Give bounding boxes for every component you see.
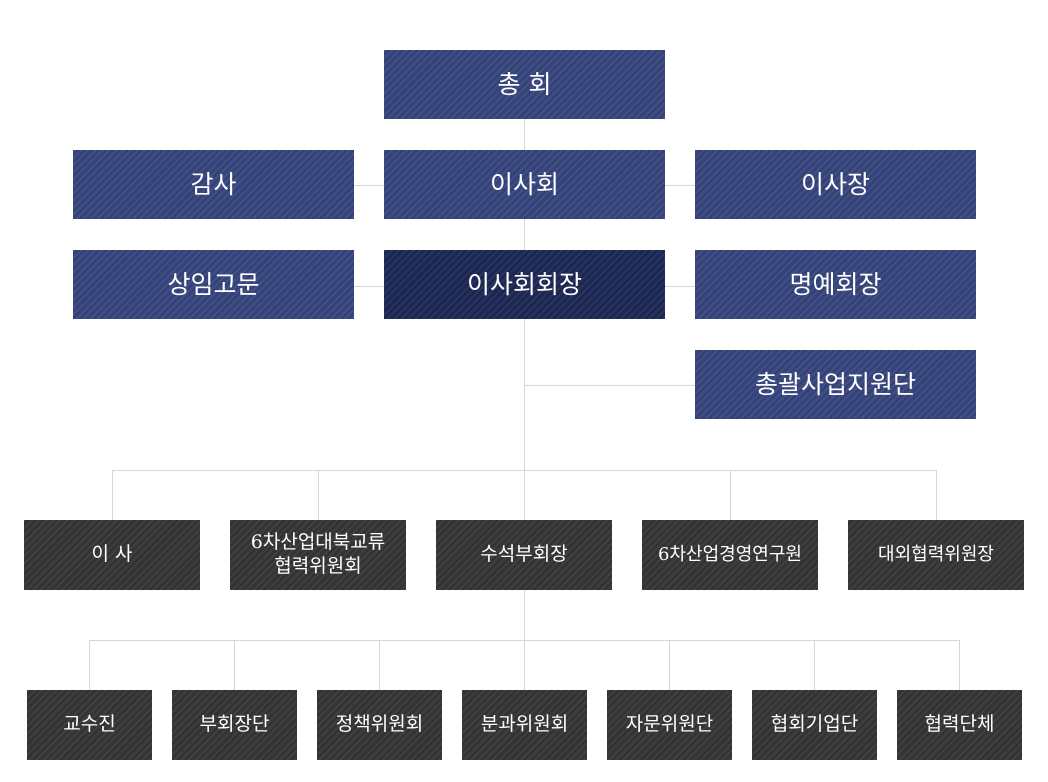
node-tier2-north-exchange: 6차산업대북교류 협력위원회 <box>230 520 406 590</box>
connector-audit-board <box>354 185 384 186</box>
node-tier3-policy-committee: 정책위원회 <box>317 690 442 760</box>
connector-advisor-boardchair <box>354 286 384 287</box>
connector-main-vertical <box>524 119 525 691</box>
connector-tier3-drop-1 <box>89 640 90 690</box>
connector-tier3-drop-5 <box>669 640 670 690</box>
node-tier2-label: 수석부회장 <box>480 543 568 566</box>
node-tier2-research-institute: 6차산업경영연구원 <box>642 520 818 590</box>
node-standing-advisor: 상임고문 <box>73 250 354 319</box>
node-tier2-external-cooperation: 대외협력위원장 <box>848 520 1024 590</box>
node-board: 이사회 <box>384 150 665 219</box>
node-tier3-subcommittee: 분과위원회 <box>462 690 587 760</box>
connector-tier3-drop-6 <box>814 640 815 690</box>
connector-tier3-drop-2 <box>234 640 235 690</box>
connector-support-branch <box>524 385 695 386</box>
node-honorary-chair: 명예회장 <box>695 250 976 319</box>
node-general-support: 총괄사업지원단 <box>695 350 976 419</box>
node-tier2-label: 대외협력위원장 <box>878 543 994 565</box>
node-tier2-director: 이 사 <box>24 520 200 590</box>
node-tier3-partner-orgs: 협력단체 <box>897 690 1022 760</box>
connector-tier2-drop-4 <box>730 470 731 520</box>
node-tier2-label-line2: 협력위원회 <box>274 555 362 577</box>
node-general-assembly: 총 회 <box>384 50 665 119</box>
node-tier2-label-line1: 6차산업대북교류 <box>250 531 386 554</box>
connector-boardchair-honorary <box>665 286 695 287</box>
connector-tier2-drop-2 <box>318 470 319 520</box>
node-tier3-vice-presidents: 부회장단 <box>172 690 297 760</box>
node-tier3-advisory-group: 자문위원단 <box>607 690 732 760</box>
connector-board-chairman <box>665 185 695 186</box>
node-audit: 감사 <box>73 150 354 219</box>
node-board-chair: 이사회회장 <box>384 250 665 319</box>
connector-tier2-drop-5 <box>936 470 937 520</box>
connector-tier3-drop-3 <box>379 640 380 690</box>
node-tier2-label: 6차산업경영연구원 <box>658 543 802 565</box>
node-tier3-member-companies: 협회기업단 <box>752 690 877 760</box>
node-tier2-label: 이 사 <box>91 543 133 566</box>
node-tier3-professors: 교수진 <box>27 690 152 760</box>
node-chairman: 이사장 <box>695 150 976 219</box>
connector-tier3-horizontal <box>89 640 960 641</box>
node-tier2-senior-vp: 수석부회장 <box>436 520 612 590</box>
connector-tier2-horizontal <box>112 470 937 471</box>
connector-tier2-drop-1 <box>112 470 113 520</box>
connector-tier3-drop-7 <box>959 640 960 690</box>
